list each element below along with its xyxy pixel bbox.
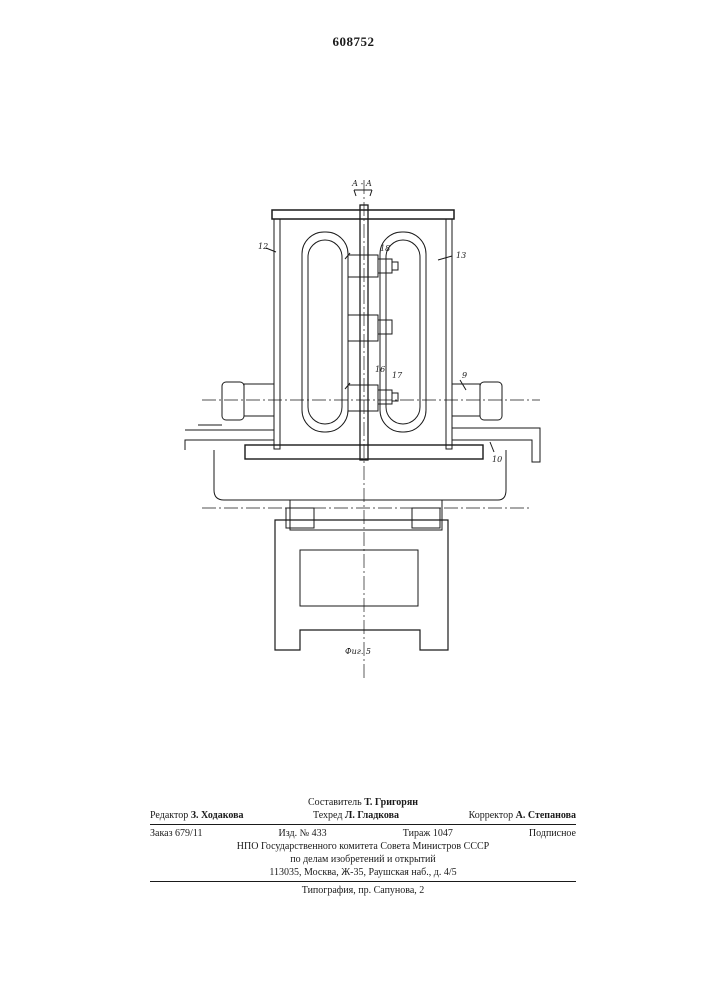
part-label-16: 16 — [375, 365, 385, 374]
printer-line: Типография, пр. Сапунова, 2 — [150, 884, 576, 897]
technical-drawing: А - А 12 13 18 16 17 9 10 Фиг. 5 — [0, 0, 707, 700]
part-label-12: 12 — [258, 242, 268, 251]
part-label-17: 17 — [392, 371, 403, 380]
org-line-3: 113035, Москва, Ж-35, Раушская наб., д. … — [150, 866, 576, 879]
editors-line: Редактор З. Ходакова Техред Л. Гладкова … — [150, 809, 576, 822]
divider — [150, 881, 576, 882]
part-label-13: 13 — [456, 251, 466, 260]
colophon: Составитель Т. Григорян Редактор З. Хода… — [150, 796, 576, 897]
publication-line: Заказ 679/11 Изд. № 433 Тираж 1047 Подпи… — [150, 827, 576, 840]
divider — [150, 824, 576, 825]
part-label-10: 10 — [492, 455, 502, 464]
figure-caption: Фиг. 5 — [345, 647, 371, 656]
org-line-1: НПО Государственного комитета Совета Мин… — [150, 840, 576, 853]
compiler-line: Составитель Т. Григорян — [150, 796, 576, 809]
part-label-18: 18 — [380, 244, 390, 253]
section-label: А - А — [351, 179, 372, 188]
org-line-2: по делам изобретений и открытий — [150, 853, 576, 866]
part-label-9: 9 — [462, 371, 467, 380]
